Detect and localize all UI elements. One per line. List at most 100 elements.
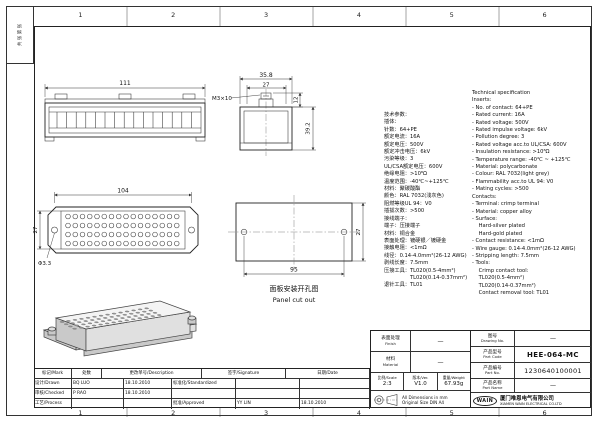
spec-line-cn: 端子：压接端子 bbox=[384, 223, 421, 230]
grid-ref-number: 5 bbox=[449, 11, 454, 19]
spec-line-en: Technical specification bbox=[472, 90, 531, 96]
revision-approval-table: 标记/Mark 处数 更改单号/Description 签字/Signature… bbox=[34, 368, 370, 409]
drawing-no-label-en: Drawing No. bbox=[480, 338, 505, 343]
grid-ticks bbox=[126, 6, 500, 417]
material-label-en: Material bbox=[382, 361, 399, 367]
company-name-en: XIAMEN WAIN ELECTRICAL CO.LTD bbox=[500, 402, 562, 406]
part-name-row: 产品名称 Part Name — bbox=[471, 379, 591, 393]
standardized-label: 标准化/Standardized bbox=[172, 379, 236, 388]
header-signature: 签字/Signature bbox=[202, 369, 286, 378]
spec-line-cn: TL020(0.14-0.37mm²) bbox=[384, 274, 468, 281]
scale-label: 比例/Scale bbox=[377, 374, 397, 380]
dim-cutout-width: 95 bbox=[290, 267, 298, 274]
spec-line-cn: 表面处理：镀硬银／镀硬金 bbox=[384, 237, 447, 244]
spec-line-en: - Mating cycles: >500 bbox=[472, 186, 529, 193]
part-no-label-en: Part No. bbox=[484, 370, 500, 375]
contact-hole-grid bbox=[65, 213, 180, 247]
standardized-date bbox=[300, 379, 370, 388]
outer-border bbox=[6, 6, 592, 416]
notes-row: All Dimensions in mm Original Size DIN A… bbox=[371, 391, 470, 409]
material-row: 材料 Material — bbox=[371, 352, 470, 373]
pin-field bbox=[59, 307, 162, 330]
spec-line-cn: 污染等级：3 bbox=[384, 156, 414, 163]
spec-line-en: - Terminal: crimp terminal bbox=[472, 201, 539, 208]
dim-insert-width: 27 bbox=[33, 226, 39, 233]
spec-line-cn: 绝缘电阻：>10⁸Ω bbox=[384, 171, 427, 178]
spec-line-en: - Rated impulse voltage: 6kV bbox=[472, 127, 548, 134]
drawing-no-label-cn: 图号 bbox=[487, 333, 498, 339]
spec-line-en: - Stripping length: 7.5mm bbox=[472, 252, 539, 259]
spec-line-en: Contact removal tool: TL01 bbox=[472, 289, 550, 296]
dim-side-top: 12 bbox=[294, 97, 300, 104]
part-name-value: — bbox=[550, 382, 556, 389]
title-block-mid: 表面处理 Finish — 材料 Material — 比例/Scale 2:3… bbox=[370, 330, 470, 408]
scale-value: 2:3 bbox=[382, 380, 392, 387]
part-name-label-cn: 产品名称 bbox=[483, 380, 502, 386]
version-value: V1.0 bbox=[414, 380, 427, 387]
spec-line-cn: 插拔次数：>500 bbox=[384, 208, 425, 215]
grid-ref-number: 1 bbox=[78, 408, 83, 417]
header-count: 处数 bbox=[72, 369, 102, 378]
approved-name: YY LIN bbox=[236, 399, 300, 409]
spec-line-cn: 颜色：RAL 7032(浅灰色) bbox=[384, 193, 444, 200]
checked-name: P RAO bbox=[72, 389, 124, 398]
view-isometric bbox=[42, 300, 198, 357]
spec-line-en: - Temperature range: -40℃ ~ +125℃ bbox=[472, 156, 571, 163]
drawing-no-row: 图号 Drawing No. — bbox=[471, 331, 591, 347]
cutout-caption-en: Panel cut out bbox=[273, 296, 316, 304]
dim-insert-length: 104 bbox=[117, 188, 129, 195]
weight-label: 重量/Weight bbox=[442, 374, 465, 380]
spec-line-en: - Material: copper alloy bbox=[472, 208, 532, 215]
checked-date: 18.10.2010 bbox=[124, 389, 172, 398]
sheet-number-strip: 共 张 第 张 bbox=[6, 6, 34, 64]
spec-line-en: - Material: polycarbonate bbox=[472, 164, 538, 171]
dim-side-width: 35.8 bbox=[259, 72, 273, 79]
dim-hole-diameter: Φ3.3 bbox=[38, 261, 52, 267]
dim-side-height: 39.2 bbox=[306, 122, 312, 134]
version-label: 版本/Ver. bbox=[412, 374, 429, 380]
grid-ref-number: 1 bbox=[78, 11, 83, 19]
spec-line-en: TL020(0.14-0.37mm²) bbox=[472, 282, 536, 289]
sheet-size-note: Original Size DIN A4 bbox=[402, 400, 445, 405]
part-code-label-cn: 产品型号 bbox=[483, 349, 502, 355]
spec-line-cn: 插体： bbox=[384, 119, 400, 126]
part-name-label-en: Part Name bbox=[482, 385, 503, 390]
grid-ref-number: 3 bbox=[264, 408, 269, 417]
spec-line-cn: 剥线长度：7.5mm bbox=[384, 260, 429, 267]
header-mark: 标记/Mark bbox=[34, 369, 72, 378]
spec-line-cn: 阻燃等级UL 94：V0 bbox=[384, 200, 432, 207]
spec-line-cn: 额定冲击电压：6kV bbox=[384, 149, 431, 156]
spec-line-en: Hard-gold plated bbox=[472, 230, 523, 237]
inner-frame bbox=[34, 26, 591, 408]
spec-line-en: - Flammability acc.to UL 94: V0 bbox=[472, 178, 554, 185]
row-drawn: 设计/Drawn BQ LUO 18.10.2010 标准化/Standardi… bbox=[34, 379, 370, 389]
spec-line-en: Crimp contact tool: bbox=[472, 267, 529, 274]
spec-line-en: - Surface: bbox=[472, 215, 498, 222]
spec-line-cn: 压接工具：TL020(0.5-4mm²) bbox=[384, 267, 456, 274]
spec-line-cn: 温度范围：-40℃~+125℃ bbox=[384, 178, 449, 185]
view-insert-face: 104 27 Φ3.3 bbox=[33, 188, 199, 267]
header-date: 日期/Date bbox=[286, 369, 370, 378]
drawing-no-value: — bbox=[550, 335, 556, 342]
title-block-right: 图号 Drawing No. — 产品型号 Part Code HEE-064-… bbox=[470, 330, 591, 408]
part-code-value: HEE-064-MC bbox=[527, 350, 579, 359]
spec-line-en: - Wire gauge: 0.14-4.0mm²(26-12 AWG) bbox=[472, 245, 576, 252]
row-approved: 工艺/Process 批准/Approved YY LIN 18.10.2010 bbox=[34, 399, 370, 409]
grid-ref-number: 3 bbox=[264, 11, 269, 19]
grid-ref-number: 4 bbox=[356, 408, 361, 417]
part-no-row: 产品编号 Part No. 1230640100001 bbox=[471, 363, 591, 379]
spec-line-en: - Rated current: 16A bbox=[472, 112, 525, 119]
drawn-label: 设计/Drawn bbox=[34, 379, 72, 388]
dim-cutout-height: 27 bbox=[356, 228, 362, 235]
spec-line-en: - Pollution degree: 3 bbox=[472, 134, 525, 141]
spec-line-en: - Contact resistance: <1mΩ bbox=[472, 238, 545, 245]
approved-date: 18.10.2010 bbox=[300, 399, 370, 409]
drawn-date: 18.10.2010 bbox=[124, 379, 172, 388]
